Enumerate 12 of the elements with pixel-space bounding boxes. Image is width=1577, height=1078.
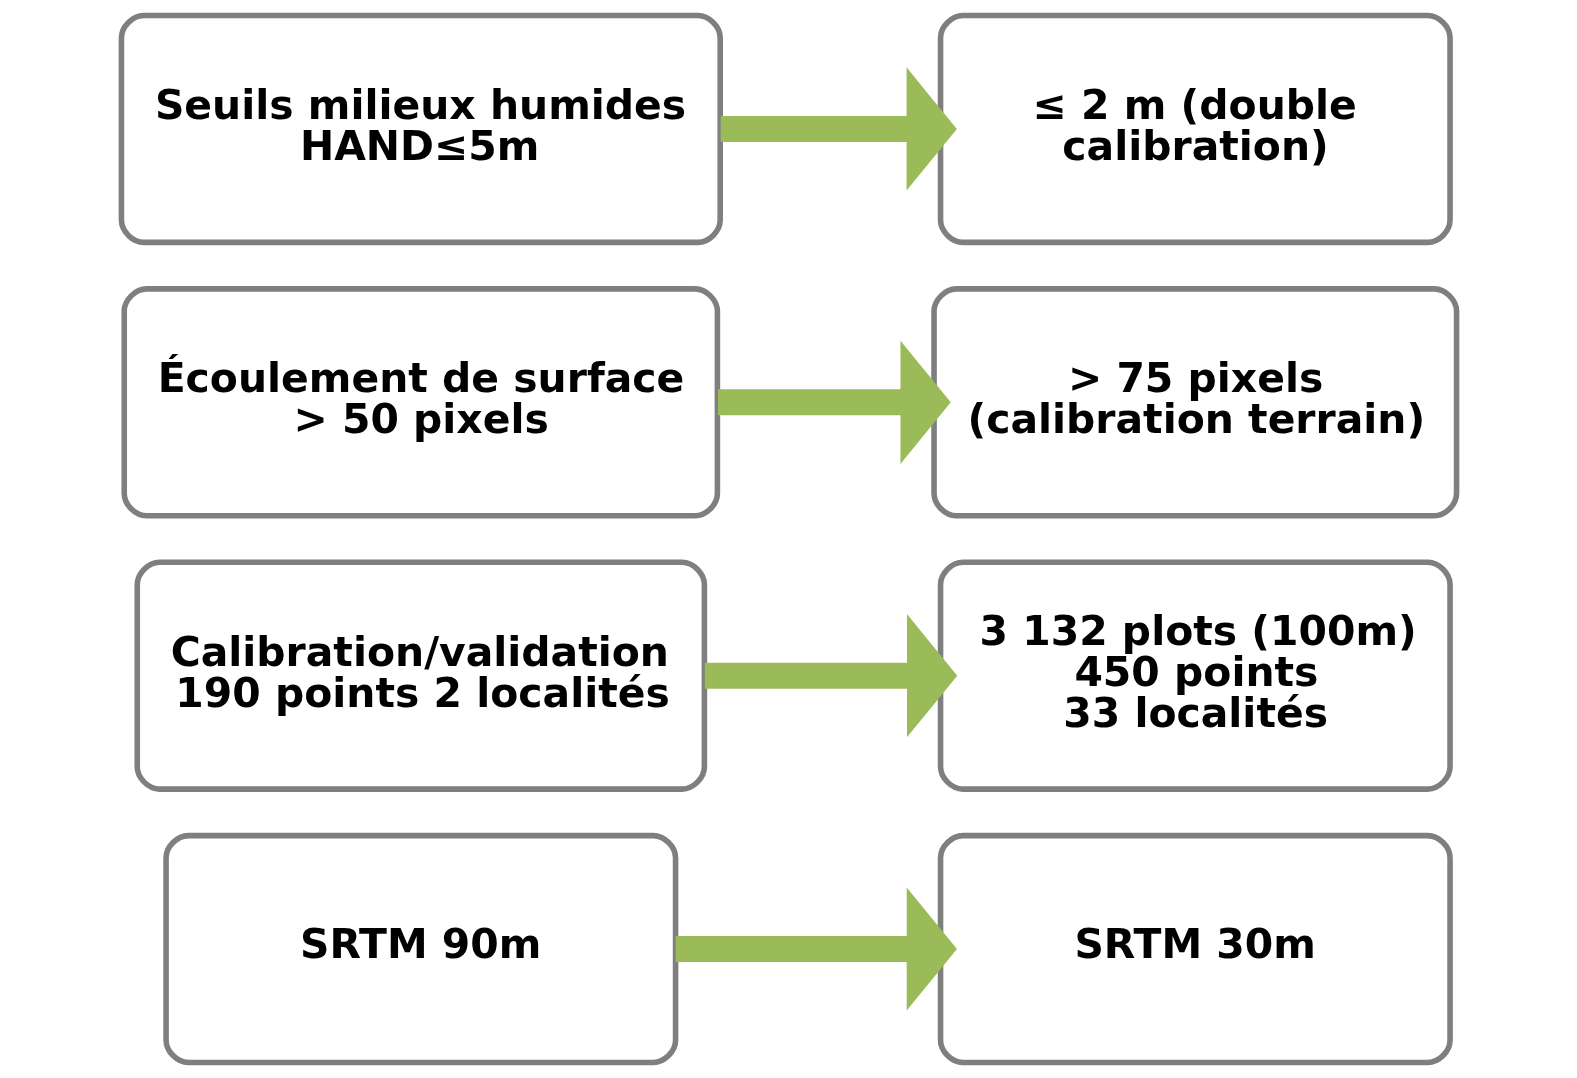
node-box: Écoulement de surface > 50 pixels xyxy=(120,286,720,519)
arrow xyxy=(704,614,957,738)
arrow xyxy=(675,887,957,1011)
arrow xyxy=(720,67,957,191)
node-box: Calibration/validation 190 points 2 localités xyxy=(133,559,707,792)
node-box: SRTM 30m xyxy=(937,832,1453,1066)
node-box: > 75 pixels (calibration terrain) xyxy=(930,286,1459,519)
node-box: 3 132 plots (100m) 450 points 33 localités xyxy=(937,559,1453,792)
node-box: ≤ 2 m (double calibration) xyxy=(937,12,1453,246)
node-box: Seuils milieux humides HAND≤5m xyxy=(118,12,723,246)
node-box: SRTM 90m xyxy=(162,832,678,1066)
arrow xyxy=(717,340,951,464)
